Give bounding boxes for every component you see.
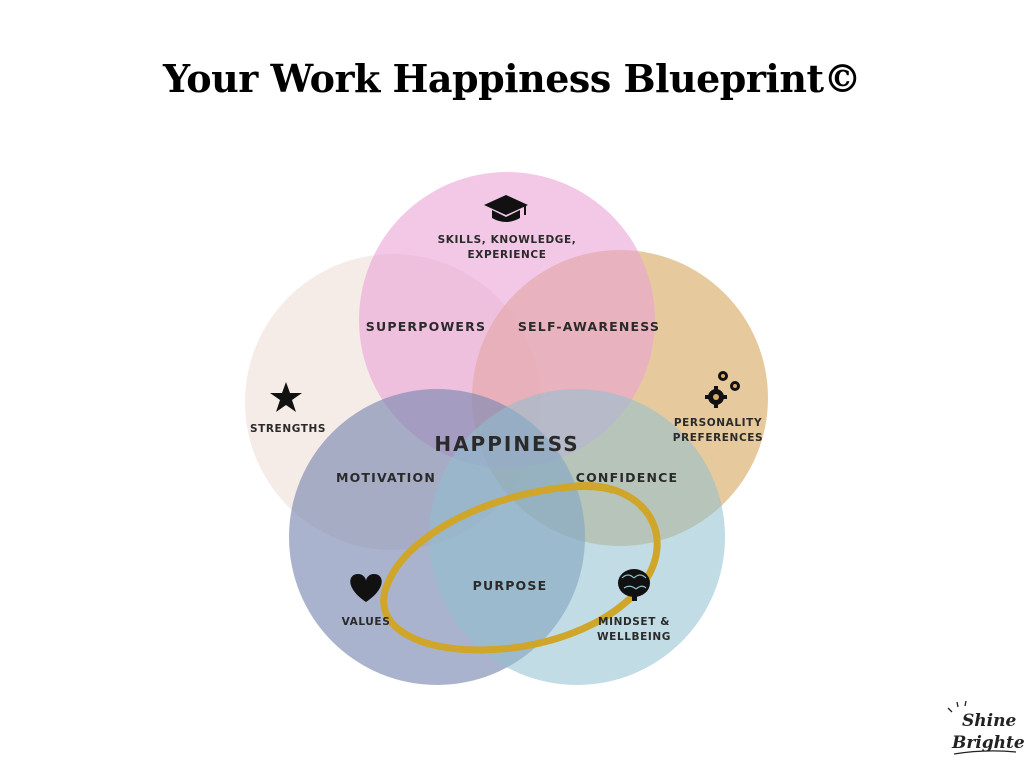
star-icon (270, 382, 302, 412)
page-title: Your Work Happiness Blueprint© (162, 56, 862, 101)
confidence-label: CONFIDENCE (576, 470, 679, 485)
shine-brighter-logo: Shine Brighter (947, 700, 1024, 755)
skills-label-line1: SKILLS, KNOWLEDGE, (438, 234, 577, 246)
values-label: VALUES (342, 616, 391, 628)
gears-icon (705, 371, 740, 408)
superpowers-label: SUPERPOWERS (366, 319, 486, 334)
logo-line1: Shine (962, 711, 1016, 731)
strengths-label: STRENGTHS (250, 423, 326, 435)
motivation-label: MOTIVATION (336, 470, 436, 485)
heart-icon (350, 574, 382, 602)
purpose-highlight-ellipse (380, 482, 661, 654)
mindset-label-line1: MINDSET & (598, 616, 670, 628)
self-awareness-label: SELF-AWARENESS (518, 319, 660, 334)
graduation-cap-icon (484, 195, 528, 222)
mindset-label-line2: WELLBEING (597, 631, 671, 643)
happiness-label: HAPPINESS (434, 432, 579, 456)
personality-label-line2: PREFERENCES (673, 432, 763, 444)
logo-line2: Brighter (951, 733, 1024, 753)
personality-label-line1: PERSONALITY (674, 417, 762, 429)
purpose-label: PURPOSE (473, 578, 548, 593)
circle-mindset (429, 389, 725, 685)
skills-label-line2: EXPERIENCE (468, 249, 547, 261)
brain-icon (618, 569, 650, 601)
